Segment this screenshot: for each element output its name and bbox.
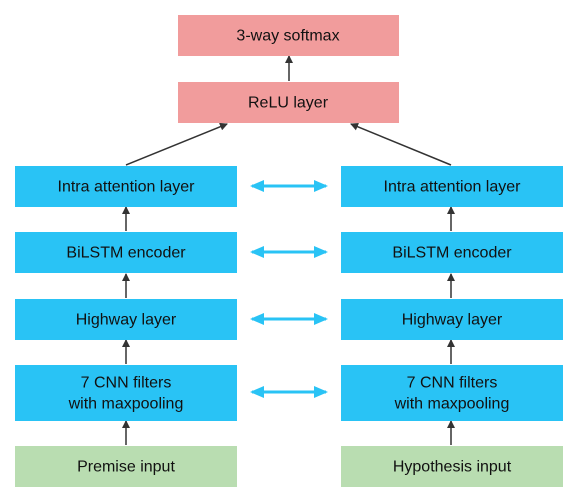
left-highway-label: Highway layer [76, 312, 177, 329]
left-bilstm-box: BiLSTM encoder [15, 232, 237, 273]
relu-box: ReLU layer [178, 82, 399, 123]
cross-connectors [250, 180, 328, 398]
left-intra-attention-label: Intra attention layer [58, 179, 196, 196]
hypothesis-input-label: Hypothesis input [393, 459, 512, 476]
left-cnn-box: 7 CNN filters with maxpooling [15, 365, 237, 421]
right-cnn-label-line2: with maxpooling [394, 396, 510, 413]
left-highway-box: Highway layer [15, 299, 237, 340]
right-highway-label: Highway layer [402, 312, 503, 329]
left-intra-attention-box: Intra attention layer [15, 166, 237, 207]
right-highway-box: Highway layer [341, 299, 563, 340]
left-cnn-label-line2: with maxpooling [68, 396, 184, 413]
right-bilstm-box: BiLSTM encoder [341, 232, 563, 273]
hypothesis-input-box: Hypothesis input [341, 446, 563, 487]
relu-label: ReLU layer [248, 95, 329, 112]
left-bilstm-label: BiLSTM encoder [66, 245, 186, 262]
right-intra-attention-label: Intra attention layer [384, 179, 522, 196]
right-cnn-label-line1: 7 CNN filters [407, 375, 498, 392]
arrow-left-attention-to-relu [125, 122, 228, 166]
premise-input-label: Premise input [77, 459, 175, 476]
arrow-right-attention-to-relu [350, 122, 452, 166]
right-cnn-box: 7 CNN filters with maxpooling [341, 365, 563, 421]
right-intra-attention-box: Intra attention layer [341, 166, 563, 207]
flow-arrows [122, 55, 455, 445]
left-cnn-label-line1: 7 CNN filters [81, 375, 172, 392]
premise-input-box: Premise input [15, 446, 237, 487]
right-bilstm-label: BiLSTM encoder [392, 245, 512, 262]
softmax-label: 3-way softmax [236, 28, 339, 45]
softmax-box: 3-way softmax [178, 15, 399, 56]
